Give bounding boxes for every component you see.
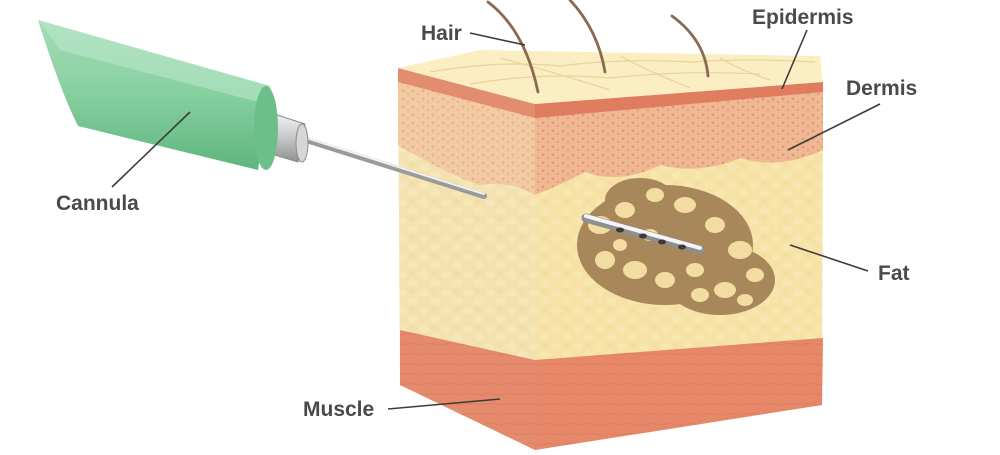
skin-right-face [535,82,823,450]
fat-leader-line [789,244,869,272]
hair-leader-line [469,32,526,46]
muscle-leader-line [387,398,501,410]
muscle-label: Muscle [303,398,374,421]
dermis-label: Dermis [846,77,917,100]
hair-strands [486,0,710,94]
cannula-label: Cannula [56,192,139,215]
epidermis-label: Epidermis [752,6,854,29]
cannula-tip-in-fat [581,213,705,255]
left-epidermis-layer [398,68,535,118]
labels: Hair Epidermis Dermis Cannula Fat Muscle [56,6,917,421]
leader-lines [111,29,881,410]
hair-label: Hair [421,22,462,45]
dermis-leader-line [787,103,881,151]
cannula-needle [297,135,487,199]
skin-left-face [398,68,535,450]
cannula-leader-line [111,111,191,188]
fat-label: Fat [878,262,910,285]
skin-block [398,50,823,450]
cannula-device [38,20,705,255]
skin-top-surface [398,50,823,104]
epidermis-leader-line [781,29,808,90]
epidermis-layer [535,82,823,118]
